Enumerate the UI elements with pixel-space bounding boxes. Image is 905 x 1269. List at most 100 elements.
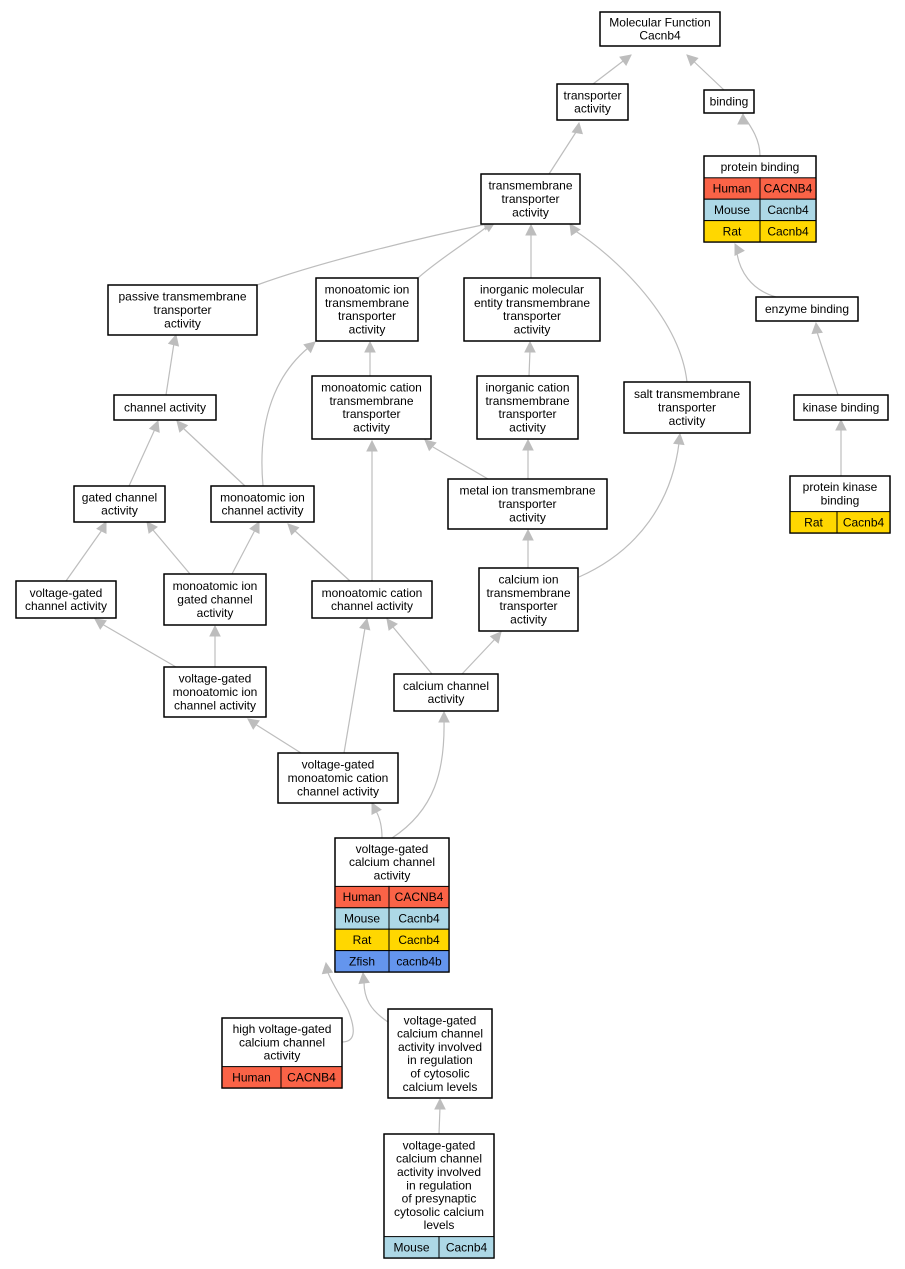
edge-vg_calcium_cytosolic-to-vg_calcium [358,971,389,1023]
term-label-line: channel activity [331,599,413,613]
term-border [311,375,432,440]
edge-mono_ion_gated-to-mono_ion_channel [231,521,260,575]
term-label-line: activity [509,420,546,434]
go-term-inorg-cation-tm[interactable]: inorganic cationtransmembranetransporter… [476,375,579,440]
term-box [107,284,258,336]
edge-metal_ion_tm-to-inorg_cation_tm [522,438,534,479]
edge-line [417,225,489,279]
edge-vg_channel-to-gated_channel [65,521,107,582]
arrowhead [686,54,699,67]
edge-calcium_ion_tm-to-metal_ion_tm [522,528,534,568]
edge-line [65,529,103,582]
term-border [755,296,859,322]
term-border [387,1008,493,1099]
term-label-line: passive transmembrane [118,290,246,304]
edge-mono_cation_tm-to-mono_ion_tm [364,340,376,376]
term-border [478,567,579,632]
edge-mono_cation_channel-to-mono_ion_channel [287,523,351,582]
arrowhead [673,432,685,446]
arrowhead [811,321,823,335]
arrowhead [524,340,536,353]
term-label-line: channel activity [124,401,206,415]
term-label-line: calcium channel [349,855,435,869]
arrowhead [434,1097,446,1110]
term-box [480,173,581,225]
term-border [107,284,258,336]
term-label-line: voltage-gated [403,1138,476,1152]
edge-vg_calcium-to-calcium_channel [391,710,450,839]
term-label-line: transmembrane [485,394,569,408]
edge-line [326,969,354,1043]
edge-vg_calcium-to-vg_mono_cation [371,802,383,839]
go-term-metal-ion-tm[interactable]: metal ion transmembranetransporteractivi… [447,478,608,530]
go-term-mono-cation-tm[interactable]: monoatomic cationtransmembranetransporte… [311,375,432,440]
gene-label: Cacnb4 [767,203,809,217]
edge-vg_mono_cation-to-vg_mono_ion [247,718,302,754]
term-label-line: transporter [499,599,557,613]
edge-protein_kinase_binding-to-kinase_binding [835,418,847,476]
term-label-line: monoatomic ion [220,490,305,504]
arrowhead [371,802,382,815]
go-term-calcium-ion-tm[interactable]: calcium iontransmembranetransporteractiv… [478,567,579,632]
term-border [163,666,267,718]
term-box [277,752,399,804]
gene-label: Cacnb4 [398,912,440,926]
term-label-line: channel activity [174,698,256,712]
term-border [15,580,117,619]
species-label: Mouse [393,1240,429,1254]
edge-salt_tm-to-tm_transporter [569,223,688,383]
go-term-binding[interactable]: binding [703,89,755,114]
gene-label: Cacnb4 [446,1240,488,1254]
term-label-line: channel activity [221,504,303,518]
term-label-line: activity involved [398,1040,482,1054]
term-label-line: calcium channel [396,1152,482,1166]
term-label-line: cytosolic calcium [394,1205,484,1219]
arrowhead [247,718,260,730]
go-term-channel[interactable]: channel activity [113,394,217,421]
edge-line [432,446,489,480]
arrowhead [167,333,180,347]
edge-mono_ion_gated-to-gated_channel [146,521,191,575]
term-label-line: activity [514,322,551,336]
go-term-kinase-binding[interactable]: kinase binding [793,394,889,421]
gene-label: CACNB4 [287,1070,336,1084]
go-term-mono-ion-tm[interactable]: monoatomic iontransmembranetransporterac… [315,277,419,342]
edge-line [231,529,256,575]
term-box [315,277,419,342]
term-label-line: channel activity [25,599,107,613]
term-border [163,573,267,626]
term-label-line: gated channel [82,490,157,504]
gene-label: Cacnb4 [843,515,885,529]
arrowhead [489,631,502,644]
edge-line [438,1106,441,1135]
term-label-line: protein binding [721,160,800,174]
term-label-line: of cytosolic [410,1066,469,1080]
go-term-enzyme-binding[interactable]: enzyme binding [755,296,859,322]
term-box [623,381,751,434]
